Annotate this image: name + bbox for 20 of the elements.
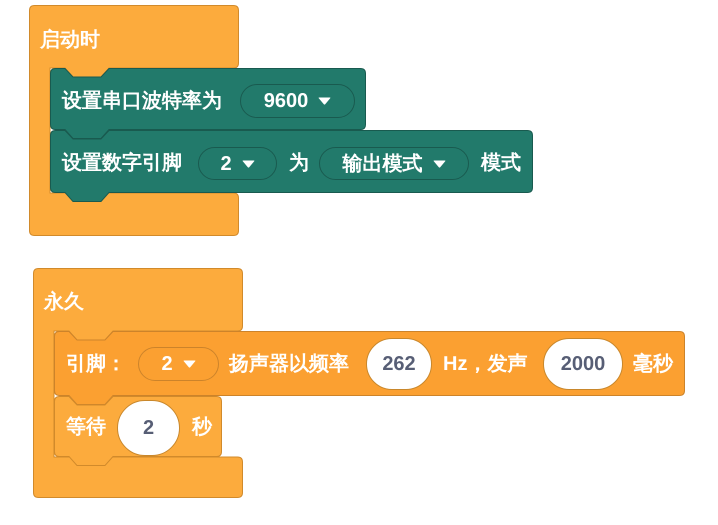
block-label: 模式 (481, 151, 521, 175)
dropdown: 2 (138, 347, 219, 381)
command-block (50, 130, 533, 202)
block-label: 引脚： (66, 352, 126, 376)
command-block (54, 331, 685, 405)
dropdown: 9600 (240, 84, 355, 118)
dropdown: 2 (198, 147, 277, 180)
block-label: 设置数字引脚 (62, 151, 182, 175)
block-label: Hz，发声 (443, 352, 528, 376)
block-label: 扬声器以频率 (229, 352, 349, 376)
dropdown: 输出模式 (319, 147, 469, 180)
block-label: 启动时 (40, 28, 100, 52)
command-block (54, 396, 222, 466)
block-label: 为 (289, 151, 309, 175)
c-block (29, 5, 239, 236)
block-label: 设置串口波特率为 (62, 89, 222, 113)
block-label: 等待 (66, 415, 106, 439)
block-label: 秒 (192, 415, 212, 439)
block-label: 毫秒 (633, 352, 673, 376)
block-label: 永久 (44, 290, 84, 314)
